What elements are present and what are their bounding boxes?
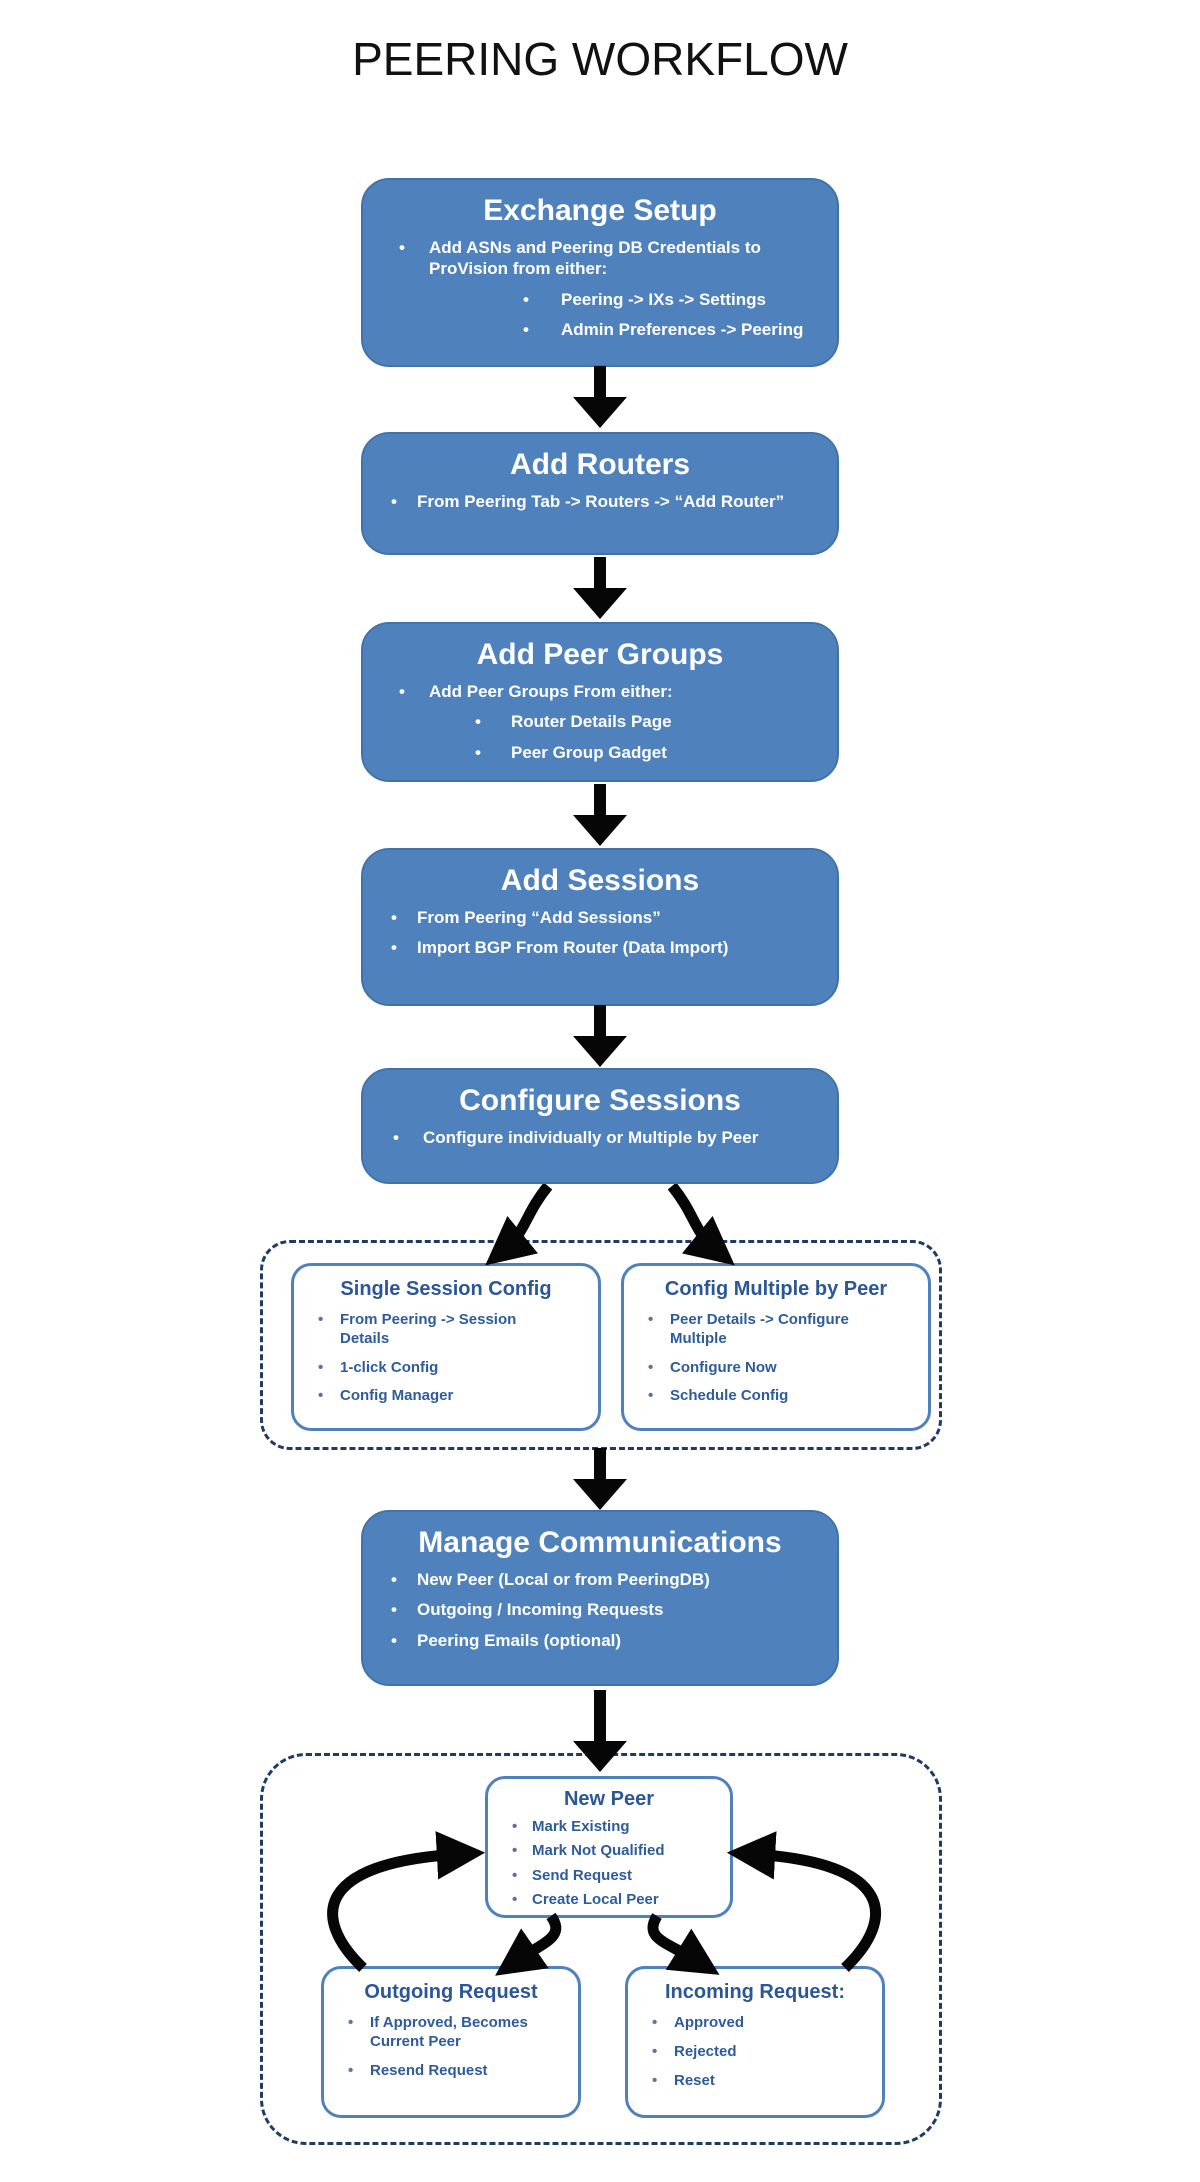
flow-box-add-peer-groups: Add Peer Groups Add Peer Groups From eit… [361,622,839,782]
bullet-list: From Peering Tab -> Routers -> “Add Rout… [363,491,837,513]
subbox-title: Config Multiple by Peer [664,1278,888,1300]
subbox-new-peer: New Peer Mark Existing Mark Not Qualifie… [485,1776,733,1918]
bullet-item: Schedule Config [624,1387,870,1406]
bullet-list: From Peering “Add Sessions” Import BGP F… [363,907,837,959]
bullet-item: Add ASNs and Peering DB Credentials to P… [363,237,807,280]
subbox-outgoing-request: Outgoing Request If Approved, Becomes Cu… [321,1966,581,2118]
bullet-item: Configure Now [624,1359,870,1378]
bullet-item: Peering -> IXs -> Settings [363,289,837,311]
bullet-item: If Approved, Becomes Current Peer [324,2014,570,2052]
bullet-item: Peer Details -> Configure Multiple [624,1311,870,1349]
bullet-list: Add ASNs and Peering DB Credentials to P… [363,237,837,340]
dashed-group-communications-cycle: New Peer Mark Existing Mark Not Qualifie… [260,1753,942,2145]
box-title: Add Sessions [500,864,700,897]
page-title: PEERING WORKFLOW [352,33,848,85]
bullet-item: Config Manager [294,1387,540,1406]
bullet-item: Router Details Page [363,711,837,733]
subbox-single-session-config: Single Session Config From Peering -> Se… [291,1263,601,1431]
flow-box-exchange-setup: Exchange Setup Add ASNs and Peering DB C… [361,178,839,367]
bullet-item: 1-click Config [294,1359,540,1378]
flow-box-configure-sessions: Configure Sessions Configure individuall… [361,1068,839,1184]
bullet-list: Mark Existing Mark Not Qualified Send Re… [488,1818,730,1908]
arrow-down-icon [573,1005,627,1067]
flow-box-add-routers: Add Routers From Peering Tab -> Routers … [361,432,839,555]
bullet-item: Rejected [628,2043,882,2062]
bullet-item: Outgoing / Incoming Requests [363,1599,837,1621]
bullet-item: Configure individually or Multiple by Pe… [363,1127,837,1149]
bullet-list: Configure individually or Multiple by Pe… [363,1127,837,1149]
bullet-item: Send Request [488,1867,730,1885]
subbox-title: Incoming Request: [664,1981,845,2003]
bullet-list: If Approved, Becomes Current Peer Resend… [324,2014,578,2080]
subbox-config-multiple-by-peer: Config Multiple by Peer Peer Details -> … [621,1263,931,1431]
bullet-item: Admin Preferences -> Peering [363,319,837,341]
bullet-item: From Peering Tab -> Routers -> “Add Rout… [363,491,837,513]
subbox-title: Single Session Config [340,1278,552,1300]
bullet-list: Peer Details -> Configure Multiple Confi… [624,1311,928,1406]
subbox-incoming-request: Incoming Request: Approved Rejected Rese… [625,1966,885,2118]
arrow-down-icon [573,1448,627,1510]
subbox-title: New Peer [563,1788,655,1810]
bullet-item: Add Peer Groups From either: [363,681,837,703]
arrow-down-icon [573,366,627,428]
bullet-list: Approved Rejected Reset [628,2014,882,2090]
box-title: Exchange Setup [483,194,717,227]
bullet-item: Mark Not Qualified [488,1842,730,1860]
bullet-item: New Peer (Local or from PeeringDB) [363,1569,837,1591]
box-title: Manage Communications [418,1526,782,1559]
bullet-list: From Peering -> Session Details 1-click … [294,1311,598,1406]
arrow-down-icon [573,784,627,846]
bullet-item: Mark Existing [488,1818,730,1836]
box-title: Configure Sessions [459,1084,741,1117]
bullet-item: Peering Emails (optional) [363,1630,837,1652]
cycle-arrows-icon [327,1831,882,1976]
flow-box-manage-communications: Manage Communications New Peer (Local or… [361,1510,839,1686]
box-title: Add Routers [510,448,690,481]
bullet-item: Import BGP From Router (Data Import) [363,937,837,959]
bullet-item: Reset [628,2072,882,2091]
bullet-item: Resend Request [324,2062,570,2081]
bullet-list: New Peer (Local or from PeeringDB) Outgo… [363,1569,837,1651]
bullet-item: From Peering “Add Sessions” [363,907,837,929]
arrow-down-icon [573,1690,627,1772]
bullet-list: Add Peer Groups From either: Router Deta… [363,681,837,763]
branch-arrows-icon [485,1184,735,1266]
bullet-item: Create Local Peer [488,1891,730,1909]
bullet-item: Peer Group Gadget [363,742,837,764]
bullet-item: From Peering -> Session Details [294,1311,540,1349]
bullet-item: Approved [628,2014,882,2033]
arrow-down-icon [573,557,627,619]
flow-box-add-sessions: Add Sessions From Peering “Add Sessions”… [361,848,839,1006]
dashed-group-config-options: Single Session Config From Peering -> Se… [260,1240,942,1450]
subbox-title: Outgoing Request [364,1981,538,2003]
box-title: Add Peer Groups [476,638,724,671]
